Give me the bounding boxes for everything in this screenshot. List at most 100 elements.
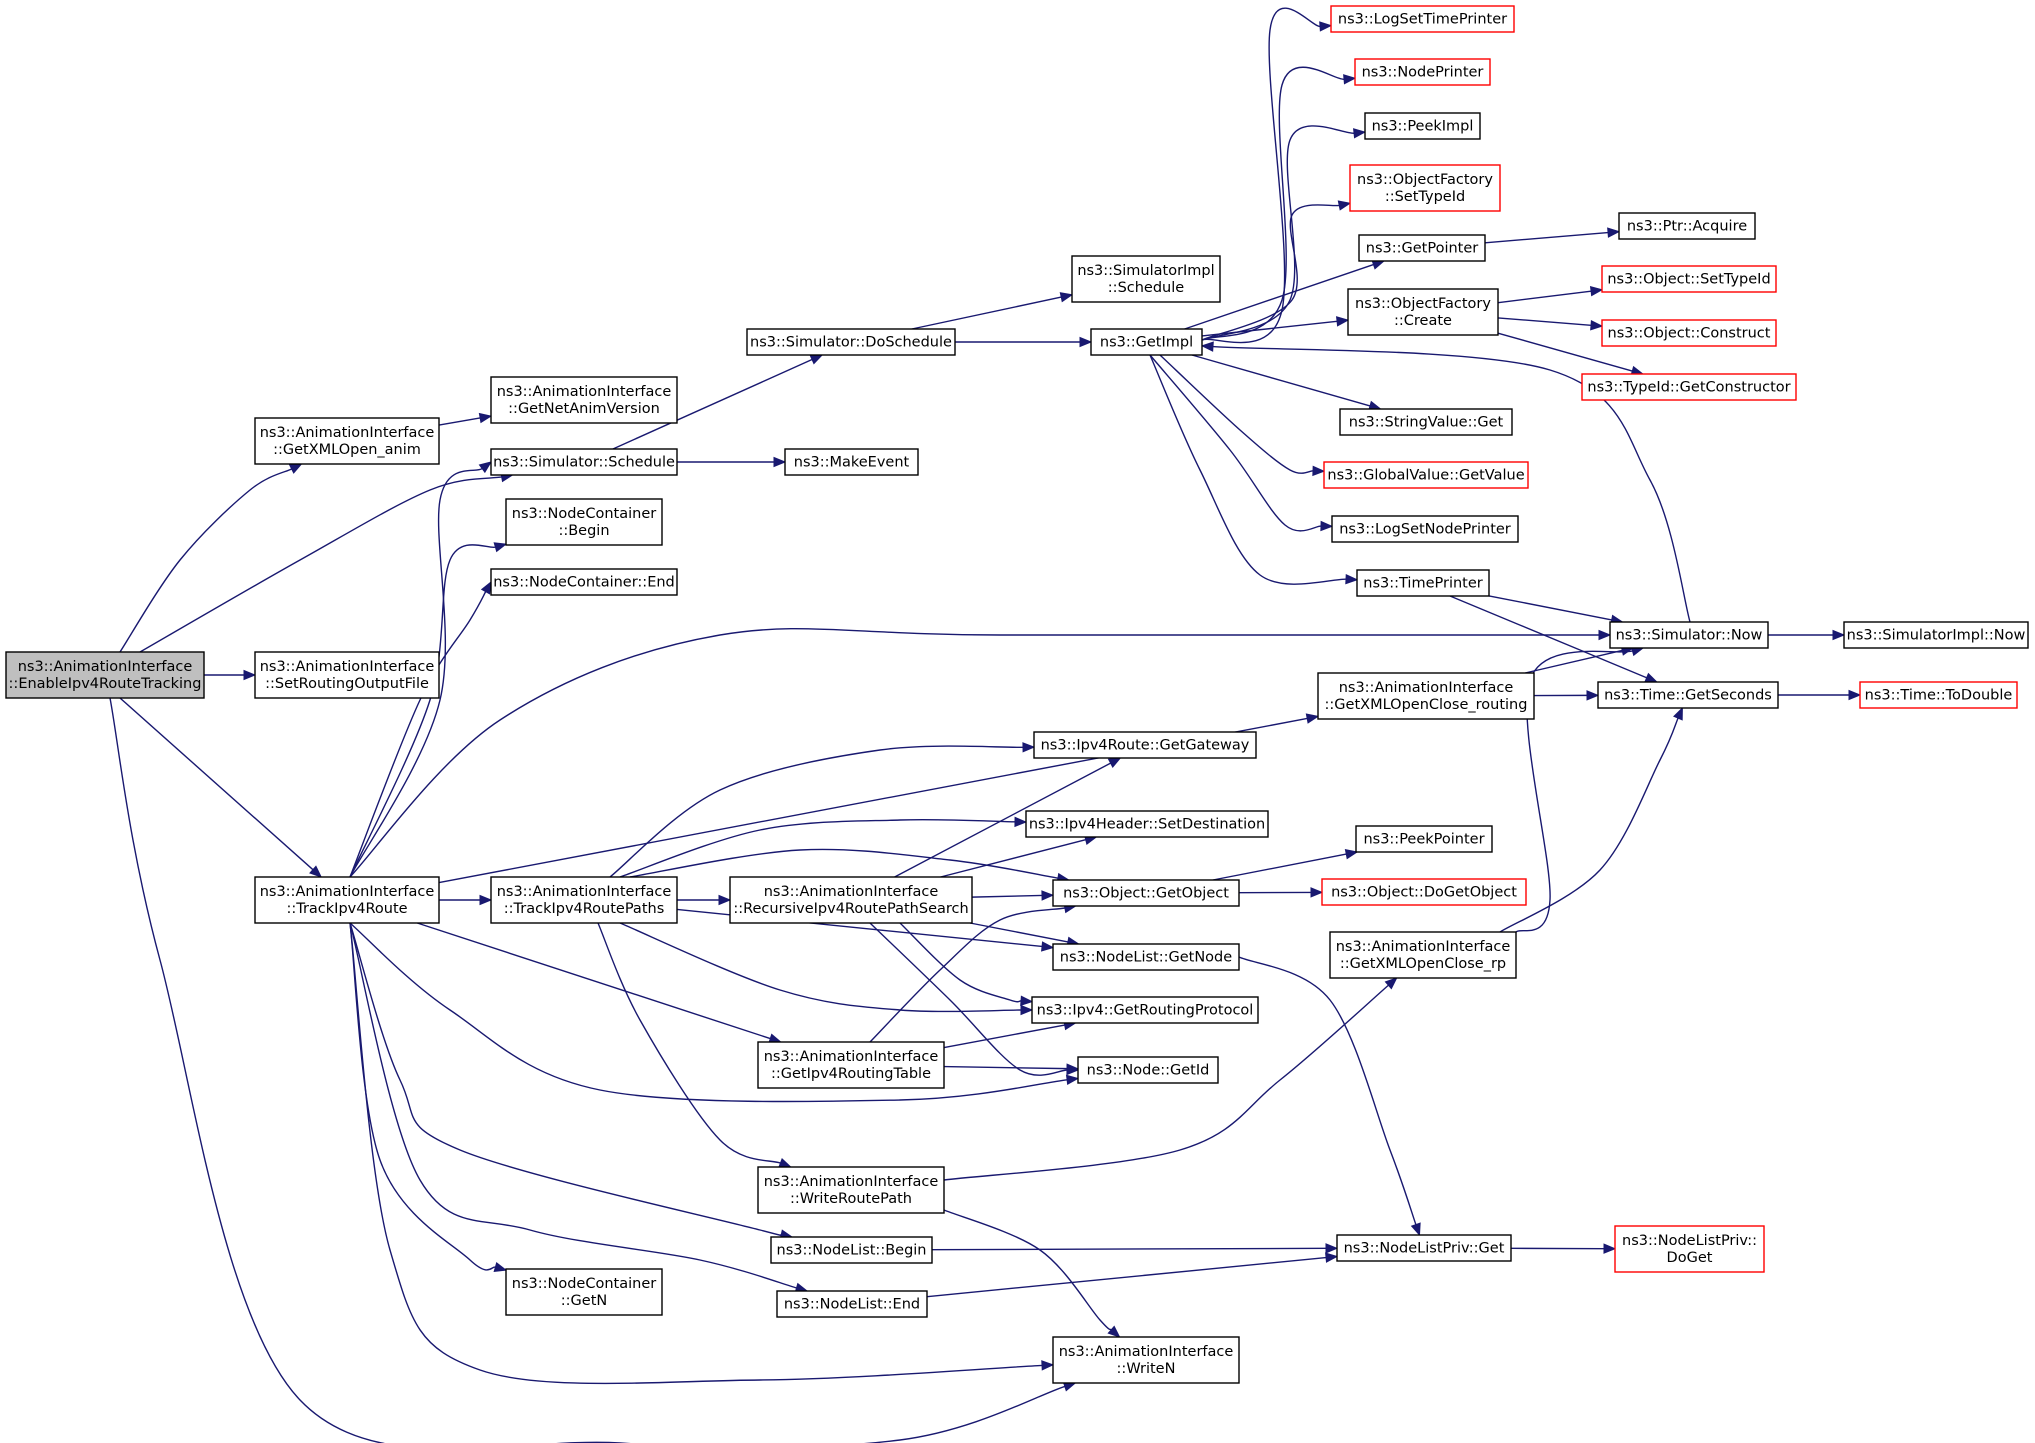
node-recursiveipv4routepathsearch[interactable]: ns3::AnimationInterface::RecursiveIpv4Ro… [729, 876, 973, 924]
edge-line [1201, 66, 1345, 341]
node-getipv4routingtable[interactable]: ns3::AnimationInterface::GetIpv4RoutingT… [757, 1041, 945, 1089]
edge-line [869, 907, 1066, 1043]
arrowhead-icon [478, 461, 493, 474]
node-nodelist_begin[interactable]: ns3::NodeList::Begin [770, 1236, 933, 1264]
node-label: ::RecursiveIpv4RoutePathSearch [733, 901, 968, 917]
node-makeevent[interactable]: ns3::MakeEvent [784, 448, 919, 476]
arrowhead-icon [1325, 1252, 1339, 1263]
node-box [254, 876, 440, 924]
node-writeroutepath[interactable]: ns3::AnimationInterface::WriteRoutePath [757, 1166, 945, 1214]
node-nodecontainer_getn[interactable]: ns3::NodeContainer::GetN [505, 1268, 663, 1316]
node-object_settypeid[interactable]: ns3::Object::SetTypeId [1601, 265, 1777, 293]
node-writen[interactable]: ns3::AnimationInterface::WriteN [1052, 1336, 1240, 1384]
node-logsetnodeprinter[interactable]: ns3::LogSetNodePrinter [1331, 515, 1519, 543]
arrowhead-icon [1590, 319, 1604, 331]
node-time_todouble[interactable]: ns3::Time::ToDouble [1859, 681, 2018, 709]
node-objectfactory_create[interactable]: ns3::ObjectFactory::Create [1347, 288, 1499, 336]
node-nodecontainer_begin[interactable]: ns3::NodeContainer::Begin [505, 498, 663, 546]
node-getxmlopenclose_rp[interactable]: ns3::AnimationInterface::GetXMLOpenClose… [1329, 931, 1517, 979]
arrowhead-icon [478, 412, 493, 424]
edge-line [1488, 595, 1612, 621]
arrowhead-icon [1200, 341, 1214, 352]
edge-writeroutepath-to-getxmlopenclose_rp [943, 977, 1398, 1181]
node-label: ns3::Simulator::Schedule [493, 454, 675, 470]
node-box [1581, 373, 1797, 401]
node-simulator_doschedule[interactable]: ns3::Simulator::DoSchedule [746, 328, 956, 356]
node-object_getobject[interactable]: ns3::Object::GetObject [1052, 879, 1240, 907]
node-nodelist_end[interactable]: ns3::NodeList::End [776, 1290, 928, 1318]
node-label: ns3::AnimationInterface [260, 884, 435, 900]
arrowhead-icon [309, 865, 323, 878]
node-box [1330, 5, 1515, 33]
edge-line [1238, 956, 1417, 1225]
node-timeprinter[interactable]: ns3::TimePrinter [1356, 569, 1490, 597]
node-simulator_schedule[interactable]: ns3::Simulator::Schedule [490, 448, 678, 476]
node-setroutingoutputfile[interactable]: ns3::AnimationInterface::SetRoutingOutpu… [254, 651, 440, 699]
node-globalvalue_getvalue[interactable]: ns3::GlobalValue::GetValue [1323, 461, 1529, 489]
node-label: ::GetXMLOpenClose_rp [1340, 956, 1506, 972]
node-getnetanimversion[interactable]: ns3::AnimationInterface::GetNetAnimVersi… [490, 376, 678, 424]
arrowhead-icon [1014, 816, 1028, 828]
node-getxmlopen_anim[interactable]: ns3::AnimationInterface::GetXMLOpen_anim [254, 417, 440, 465]
arrowhead-icon [493, 1261, 508, 1273]
node-ipv4route_getgateway[interactable]: ns3::Ipv4Route::GetGateway [1033, 731, 1257, 759]
node-getpointer[interactable]: ns3::GetPointer [1358, 234, 1486, 262]
edge-getimpl-to-timeprinter [1149, 354, 1359, 585]
node-trackipv4route[interactable]: ns3::AnimationInterface::TrackIpv4Route [254, 876, 440, 924]
node-nodelistpriv_doget[interactable]: ns3::NodeListPriv::DoGet [1614, 1225, 1765, 1273]
node-label: DoGet [1667, 1250, 1713, 1266]
edge-line [943, 1209, 1112, 1331]
node-simulatorimpl_schedule[interactable]: ns3::SimulatorImpl::Schedule [1071, 255, 1221, 303]
node-stringvalue_get[interactable]: ns3::StringValue::Get [1339, 408, 1513, 436]
edge-getimpl-to-globalvalue_getvalue [1159, 354, 1326, 477]
edge-trackipv4route-to-writen [349, 922, 1055, 1385]
node-object_construct[interactable]: ns3::Object::Construct [1601, 319, 1777, 347]
node-nodecontainer_end[interactable]: ns3::NodeContainer::End [490, 568, 678, 596]
node-nodeprinter[interactable]: ns3::NodePrinter [1354, 58, 1491, 86]
edge-objectfactory_create-to-object_settypeid [1497, 286, 1604, 304]
node-root[interactable]: ns3::AnimationInterface::EnableIpv4Route… [5, 651, 205, 699]
node-peekpointer[interactable]: ns3::PeekPointer [1355, 825, 1493, 853]
node-logsettimeprinter[interactable]: ns3::LogSetTimePrinter [1330, 5, 1515, 33]
node-simulatorimpl_now[interactable]: ns3::SimulatorImpl::Now [1843, 621, 2029, 649]
node-getxmlopenclose_routing[interactable]: ns3::AnimationInterface::GetXMLOpenClose… [1317, 672, 1535, 720]
edge-getxmlopenclose_rp-to-time_getseconds [1499, 706, 1683, 933]
node-typeid_getconstructor[interactable]: ns3::TypeId::GetConstructor [1581, 373, 1797, 401]
node-simulator_now[interactable]: ns3::Simulator::Now [1609, 621, 1769, 649]
node-objectfactory_settypeid[interactable]: ns3::ObjectFactory::SetTypeId [1349, 164, 1501, 212]
node-label: ns3::MakeEvent [794, 454, 910, 470]
node-label: ns3::NodeList::End [784, 1296, 920, 1312]
edge-root-to-trackipv4route [119, 697, 323, 878]
node-node_getid[interactable]: ns3::Node::GetId [1077, 1056, 1219, 1084]
edge-getimpl-to-nodeprinter [1201, 66, 1357, 341]
node-time_getseconds[interactable]: ns3::Time::GetSeconds [1597, 681, 1779, 709]
node-ptr_acquire[interactable]: ns3::Ptr::Acquire [1618, 212, 1756, 240]
edge-line [1201, 125, 1355, 341]
node-nodelistpriv_get[interactable]: ns3::NodeListPriv::Get [1336, 1234, 1512, 1262]
node-box [1323, 461, 1529, 489]
node-ipv4_getroutingprotocol[interactable]: ns3::Ipv4::GetRoutingProtocol [1031, 996, 1259, 1024]
node-label: ns3::Ipv4Header::SetDestination [1029, 816, 1265, 832]
edge-getipv4routingtable-to-node_getid [943, 1063, 1080, 1074]
node-box [1071, 255, 1221, 303]
node-ipv4header_setdestination[interactable]: ns3::Ipv4Header::SetDestination [1025, 810, 1269, 838]
node-box [1347, 288, 1499, 336]
node-box [746, 328, 956, 356]
node-label: ns3::Object::GetObject [1063, 885, 1229, 901]
edge-line [629, 848, 1059, 879]
edge-line [940, 839, 1086, 878]
node-box [5, 651, 205, 699]
node-box [1321, 878, 1527, 906]
node-peekimpl[interactable]: ns3::PeekImpl [1364, 112, 1481, 140]
edge-line [349, 922, 1043, 1385]
arrowhead-icon [773, 456, 787, 468]
node-getimpl[interactable]: ns3::GetImpl [1090, 328, 1203, 356]
node-box [1614, 1225, 1765, 1273]
node-trackipv4routepaths[interactable]: ns3::AnimationInterface::TrackIpv4RouteP… [490, 876, 678, 924]
node-object_dogetobject[interactable]: ns3::Object::DoGetObject [1321, 878, 1527, 906]
arrowhead-icon [1320, 520, 1334, 532]
node-nodelist_getnode[interactable]: ns3::NodeList::GetNode [1052, 943, 1240, 971]
node-label: ::WriteN [1117, 1361, 1176, 1377]
edge-line [899, 922, 1022, 1003]
node-label: ::SetTypeId [1385, 189, 1465, 205]
